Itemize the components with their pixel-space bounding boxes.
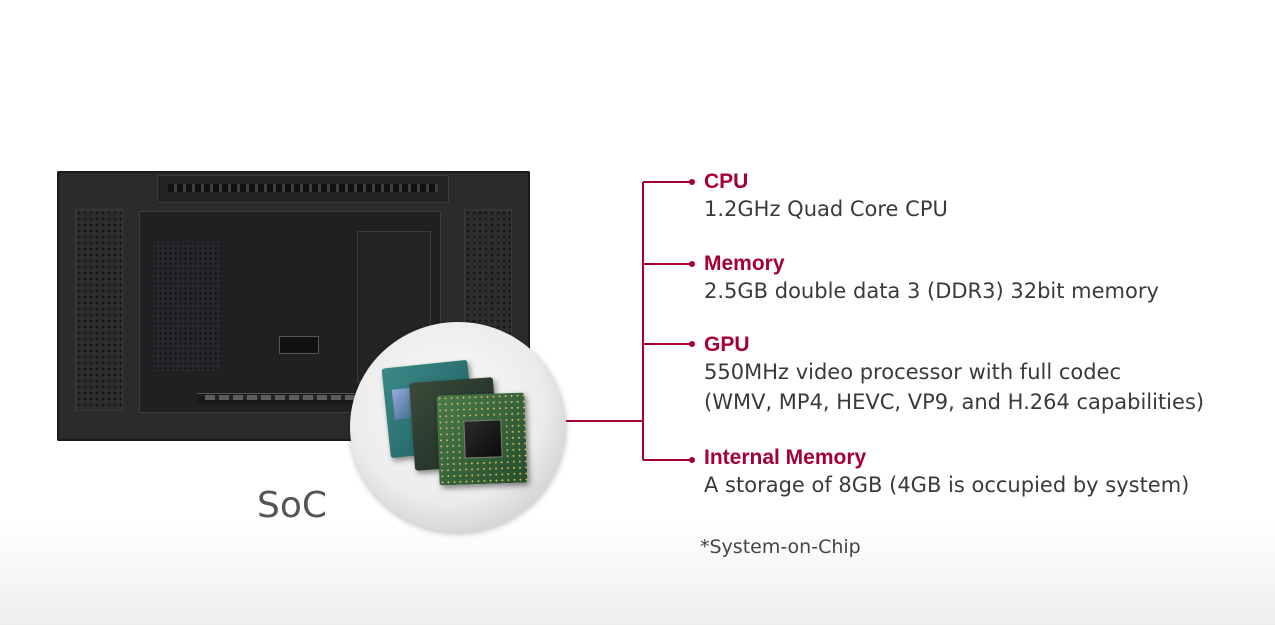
soc-chip-zoom-circle — [350, 322, 566, 532]
monitor-back-image — [57, 171, 530, 441]
spec-memory: Memory 2.5GB double data 3 (DDR3) 32bit … — [704, 252, 1159, 306]
monitor-left-grille — [75, 209, 123, 411]
monitor-top-vent — [157, 175, 449, 203]
connector-line — [566, 420, 643, 422]
branch-gpu — [643, 343, 691, 345]
spec-desc: A storage of 8GB (4GB is occupied by sys… — [704, 473, 1190, 497]
spec-title: CPU — [704, 170, 749, 193]
spec-internal-memory: Internal Memory A storage of 8GB (4GB is… — [704, 446, 1189, 500]
bullet-dot-icon — [689, 457, 695, 463]
branch-internal-memory — [643, 459, 691, 461]
monitor-ports — [205, 395, 395, 400]
spec-title: Internal Memory — [704, 446, 867, 469]
spec-desc: (WMV, MP4, HEVC, VP9, and H.264 capabili… — [704, 390, 1205, 414]
monitor-vent — [153, 241, 221, 371]
footnote: *System-on-Chip — [700, 536, 861, 558]
bullet-dot-icon — [689, 179, 695, 185]
spec-desc: 1.2GHz Quad Core CPU — [704, 197, 948, 221]
monitor-port — [279, 336, 319, 354]
spec-title: Memory — [704, 252, 785, 275]
spec-cpu: CPU 1.2GHz Quad Core CPU — [704, 170, 948, 224]
bullet-dot-icon — [689, 341, 695, 347]
spec-desc: 2.5GB double data 3 (DDR3) 32bit memory — [704, 279, 1159, 303]
spec-title: GPU — [704, 333, 750, 356]
branch-memory — [643, 263, 691, 265]
chip-icon — [436, 392, 528, 486]
connector-trunk — [642, 182, 644, 460]
spec-desc: 550MHz video processor with full codec — [704, 360, 1122, 384]
bullet-dot-icon — [689, 261, 695, 267]
branch-cpu — [643, 181, 691, 183]
soc-label: SoC — [257, 485, 328, 526]
spec-gpu: GPU 550MHz video processor with full cod… — [704, 333, 1204, 417]
